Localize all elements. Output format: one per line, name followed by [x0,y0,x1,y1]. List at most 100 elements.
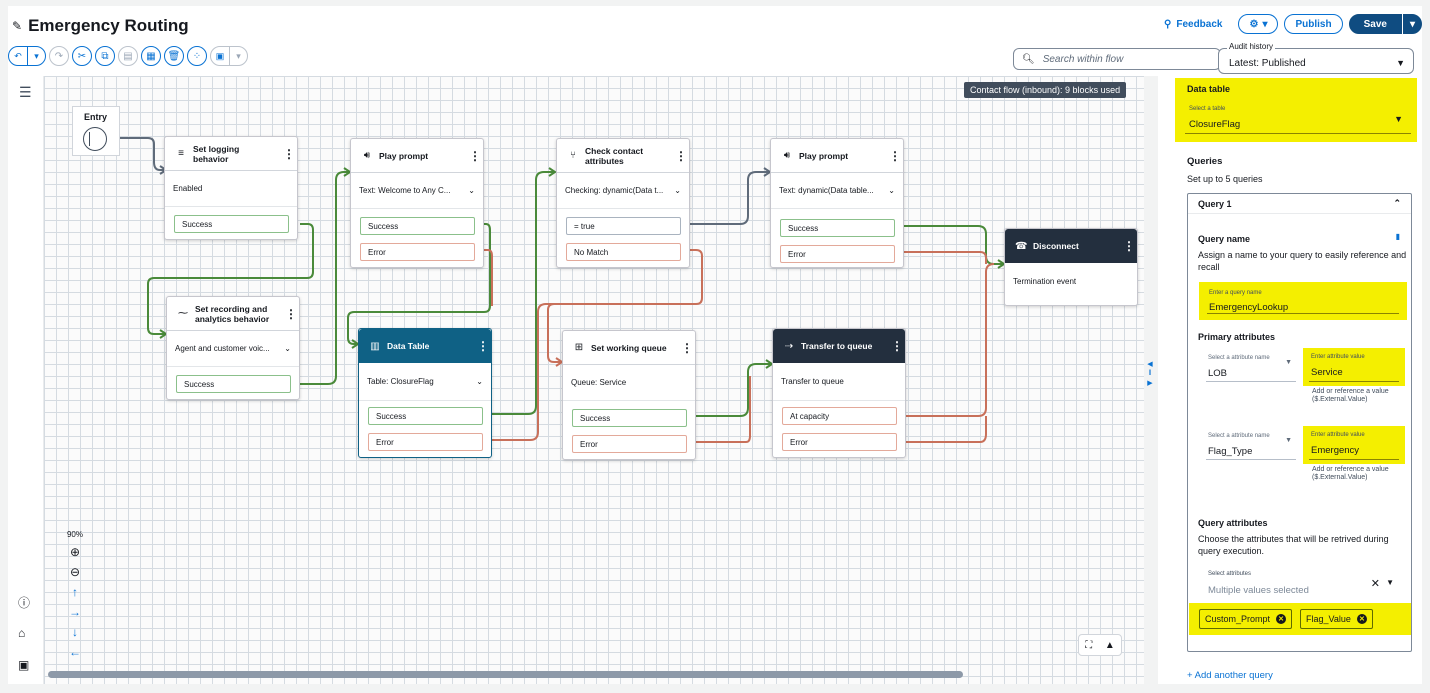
branch-success[interactable]: Success [174,215,289,233]
notes-split-button[interactable]: ▣ ▾ [210,46,248,66]
select-attributes-multiselect[interactable]: Select attributes Multiple values select… [1200,565,1402,601]
copy-button[interactable]: ⧉ [95,46,115,66]
zoom-out-icon[interactable]: ⊖ [69,565,81,579]
block-title: Set working queue [591,342,667,353]
chevron-down-icon[interactable]: ⌄ [674,186,681,195]
block-set-recording[interactable]: ⁓ Set recording and analytics behavior ⋮… [166,296,300,400]
more-options-icon[interactable]: ⋮ [283,146,295,161]
block-check-attributes[interactable]: ⑂ Check contact attributes ⋮ Checking: d… [556,138,690,268]
branch-error[interactable]: Error [780,245,895,263]
entry-block[interactable]: Entry [72,106,120,156]
more-options-icon[interactable]: ⋮ [469,148,481,163]
wire-prompt2-error [903,251,987,264]
branch-no-match[interactable]: No Match [566,243,681,261]
attribute-value-input-2[interactable]: Enter attribute value Emergency [1303,426,1405,464]
block-set-working-queue[interactable]: ⊞ Set working queue ⋮ Queue: Service Suc… [562,330,696,460]
save-button[interactable]: Save [1348,14,1402,34]
block-play-prompt-2[interactable]: 🔊︎ Play prompt ⋮ Text: dynamic(Data tabl… [770,138,904,268]
trash-icon[interactable]: ▮ [1395,232,1400,241]
branch-success[interactable]: Success [368,407,483,425]
branch-error[interactable]: Error [782,433,897,451]
pan-down-icon[interactable]: ↓ [72,625,78,639]
block-config: Checking: dynamic(Data t... [565,186,664,195]
pan-up-icon[interactable]: ↑ [72,585,78,599]
more-options-icon[interactable]: ⋮ [681,340,693,355]
attribute-name-select-1[interactable]: Select a attribute name LOB ▼ [1200,349,1298,385]
block-play-prompt-1[interactable]: 🔊︎ Play prompt ⋮ Text: Welcome to Any C.… [350,138,484,268]
more-options-icon[interactable]: ⋮ [889,148,901,163]
attribute-value-input-1[interactable]: Enter attribute value Service [1303,348,1405,386]
arrange-button[interactable]: ⁘ [187,46,207,66]
redo-button[interactable]: ↷ [49,46,69,66]
chevron-down-icon[interactable]: ⌄ [468,186,475,195]
block-disconnect[interactable]: ☎ Disconnect ⋮ Termination event [1004,228,1138,306]
cut-button[interactable]: ✂ [72,46,92,66]
select-all-button[interactable]: ▦ [141,46,161,66]
branch-error[interactable]: Error [360,243,475,261]
branch-true[interactable]: = true [566,217,681,235]
edit-pencil-icon[interactable]: ✎ [12,19,23,33]
caret-down-icon[interactable]: ▼ [1386,578,1394,587]
delete-button[interactable]: 🗑 [164,46,184,66]
branch-success[interactable]: Success [176,375,291,393]
token-flag-value: Flag_Value ✕ [1300,609,1373,629]
more-options-icon[interactable]: ⋮ [1123,239,1135,253]
branch-at-capacity[interactable]: At capacity [782,407,897,425]
branch-success[interactable]: Success [780,219,895,237]
fit-to-screen-control[interactable]: ⛶ ▲ [1078,634,1122,656]
paste-button[interactable]: ▤ [118,46,138,66]
branch-error[interactable]: Error [572,435,687,453]
select-attributes-label: Select attributes [1208,571,1252,577]
primary-attributes-heading: Primary attributes [1198,332,1276,342]
audit-history-select[interactable]: Audit history Latest: Published ▼ [1218,42,1414,74]
chevron-down-icon[interactable]: ⌄ [284,344,291,353]
branch-success[interactable]: Success [572,409,687,427]
chevron-down-icon[interactable]: ⌄ [476,377,483,386]
attribute-name-select-2[interactable]: Select a attribute name Flag_Type ▼ [1200,427,1298,463]
more-options-icon[interactable]: ⋮ [891,339,903,353]
menu-icon[interactable]: ☰ [19,84,32,100]
search-input[interactable]: 🔍︎ Search within flow [1013,48,1221,70]
settings-button[interactable]: ⚙ ▾ [1238,14,1279,34]
clear-icon[interactable]: ✕ [1370,578,1380,590]
chevron-up-icon[interactable]: ⌃ [1393,198,1401,208]
minimap-icon[interactable]: ▣ [18,658,30,672]
pan-left-icon[interactable]: ← [69,645,81,659]
more-options-icon[interactable]: ⋮ [675,148,687,163]
more-options-icon[interactable]: ⋮ [285,306,297,321]
branch-success[interactable]: Success [360,217,475,235]
select-table-dropdown[interactable]: Select a table ClosureFlag ▼ [1185,100,1411,134]
remove-token-icon[interactable]: ✕ [1276,614,1287,624]
horizontal-scrollbar[interactable] [48,671,963,678]
tag-icon[interactable]: ⌂ [18,626,26,640]
undo-icon[interactable]: ↶ [14,50,22,61]
caret-down-icon[interactable]: ▾ [27,47,45,65]
more-options-icon[interactable]: ⋮ [477,339,489,353]
panel-resize-handle[interactable]: ◀ ‖ ▶ [1146,360,1154,394]
caret-down-icon[interactable]: ▾ [229,47,247,65]
speaker-icon: 🔊︎ [363,150,371,161]
branch-error[interactable]: Error [368,433,483,451]
chevron-down-icon[interactable]: ⌄ [888,186,895,195]
zoom-in-icon[interactable]: ⊕ [69,545,81,559]
fit-screen-icon[interactable]: ⛶ [1085,639,1093,651]
query-name-input[interactable]: Enter a query name EmergencyLookup [1199,282,1407,320]
note-icon[interactable]: ▣ [215,50,225,61]
block-data-table[interactable]: ▥ Data Table ⋮ Table: ClosureFlag⌄ Succe… [358,328,492,458]
caret-up-icon[interactable]: ▲ [1104,639,1115,651]
queue-icon: ⊞ [574,342,584,353]
add-query-link[interactable]: + Add another query [1187,670,1273,681]
feedback-link[interactable]: ⚲ Feedback [1164,18,1223,30]
undo-split-button[interactable]: ↶ ▾ [8,46,46,66]
pan-right-icon[interactable]: → [69,605,81,619]
publish-button[interactable]: Publish [1284,14,1343,34]
block-transfer-to-queue[interactable]: ⇢ Transfer to queue ⋮ Transfer to queue … [772,328,906,458]
save-dropdown-button[interactable]: ▾ [1402,14,1422,34]
entry-label: Entry [84,112,108,122]
info-icon[interactable]: ⓘ [18,596,31,610]
query-name-heading: Query name [1198,234,1251,244]
block-set-logging[interactable]: ≡ Set logging behavior ⋮ Enabled Success [164,136,298,240]
remove-token-icon[interactable]: ✕ [1356,614,1367,624]
flow-canvas[interactable]: ☰ ⓘ ⌂ ▣ Contact flow (inbound): 9 blocks… [8,76,1144,684]
query-card-header[interactable]: Query 1 ⌃ [1188,194,1411,214]
